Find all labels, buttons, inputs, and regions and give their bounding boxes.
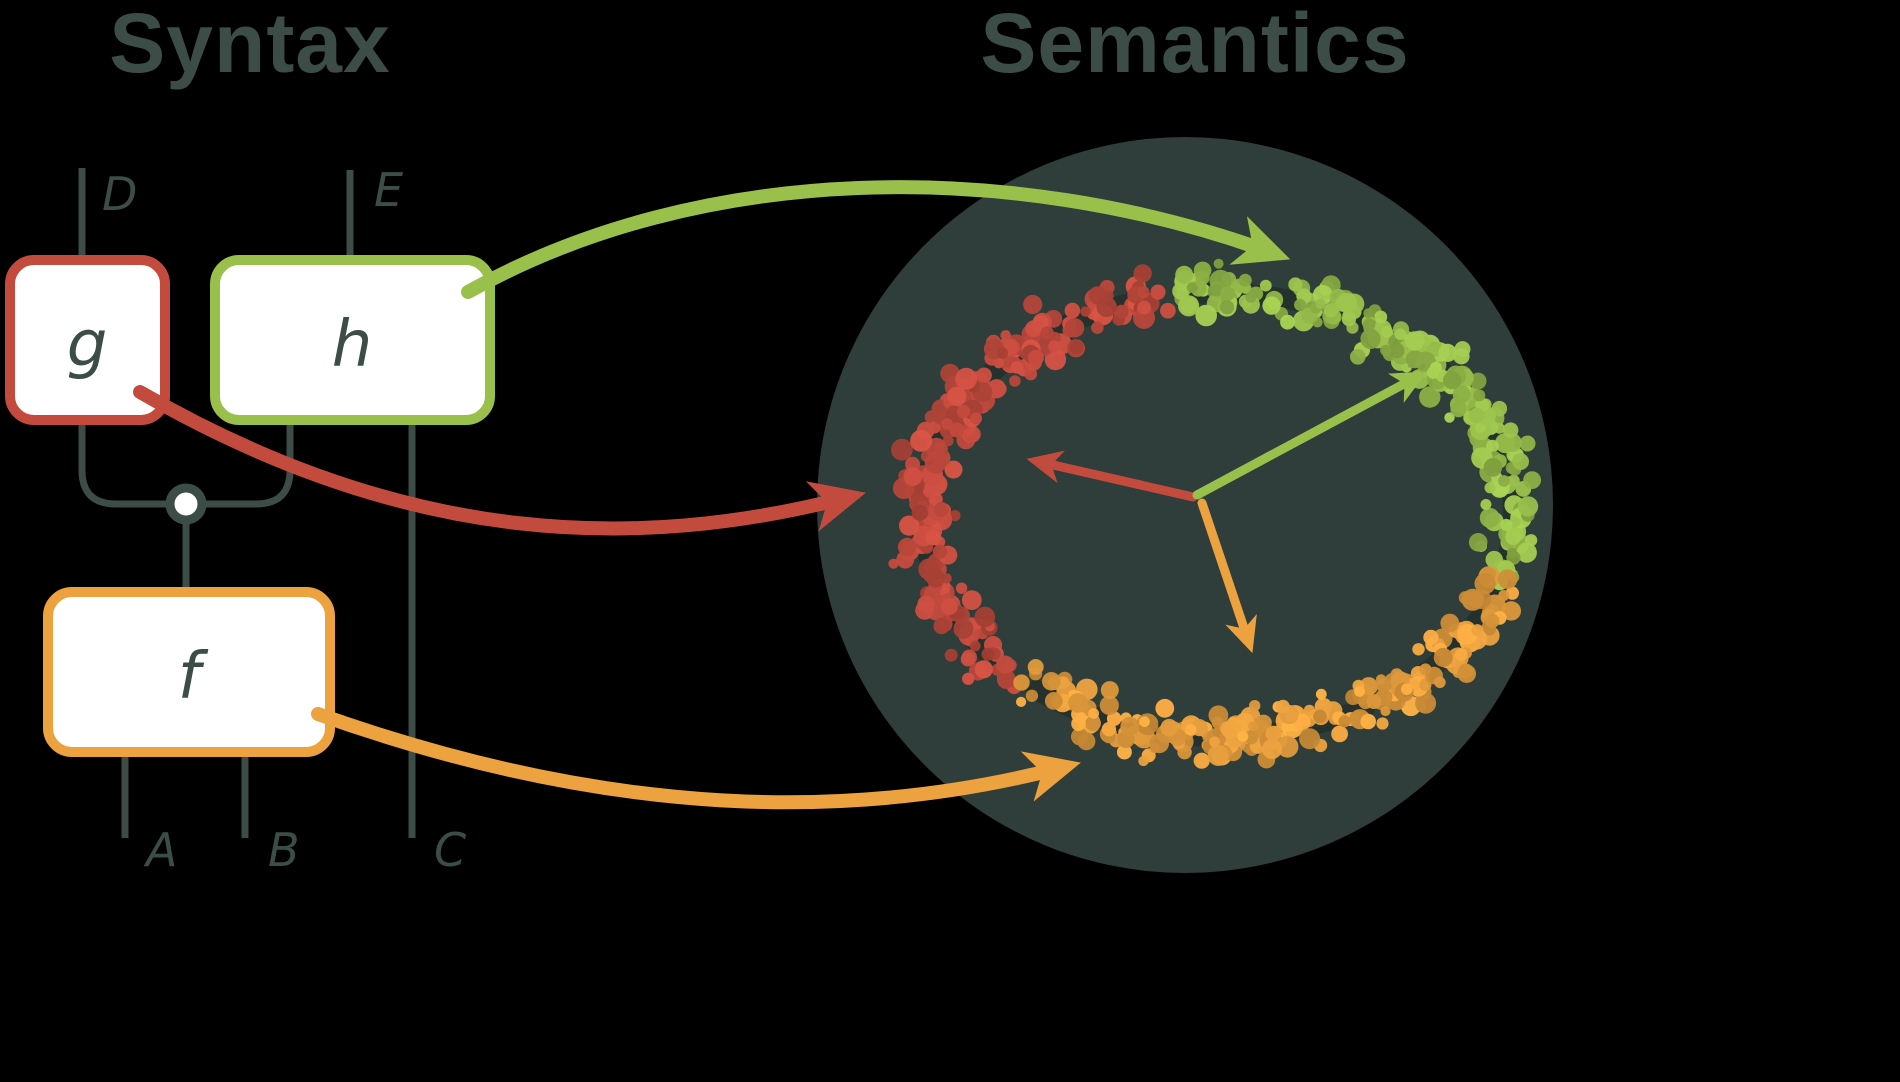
wire-label-D: D [102, 167, 137, 221]
title-syntax: Syntax [109, 0, 390, 90]
wire-label-E: E [374, 163, 403, 217]
box-label-g: g [67, 308, 108, 382]
semantics-panel [817, 137, 1553, 873]
wire-label-B: B [268, 823, 300, 877]
merge-node [165, 483, 207, 525]
green-cluster [1172, 258, 1541, 591]
orange-cluster [1013, 566, 1522, 769]
box-f [43, 587, 335, 757]
box-h [210, 255, 495, 425]
mapping-arrows [133, 180, 1291, 810]
box-g [5, 255, 170, 425]
title-semantics: Semantics [980, 0, 1409, 90]
g-to-red-arrow [133, 385, 866, 536]
green-basis-arrow [1192, 371, 1428, 500]
red-cluster [888, 264, 1176, 695]
scatter-layer [888, 258, 1541, 769]
box-label-h: h [332, 308, 373, 382]
red-basis-arrow [1026, 450, 1198, 502]
f-to-orange-arrow [311, 707, 1081, 810]
wire-label-A: A [143, 823, 177, 877]
h-to-green-arrow [461, 180, 1291, 299]
orange-basis-arrow [1197, 498, 1257, 654]
wire-g-output [78, 418, 172, 508]
syntax-panel: D E A B C g h f [5, 163, 495, 877]
wire-label-C: C [434, 823, 466, 877]
